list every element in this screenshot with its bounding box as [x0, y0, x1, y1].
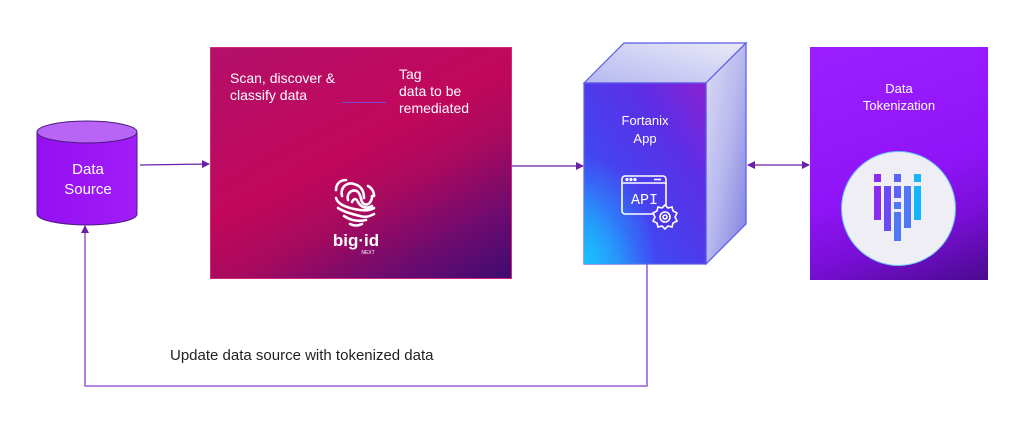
- bigid-node: Scan, discover & classify data Tag data …: [210, 47, 512, 279]
- data-source-cylinder: [36, 120, 138, 226]
- bigid-step-scan: Scan, discover & classify data: [230, 70, 380, 104]
- svg-text:NEXT: NEXT: [361, 250, 374, 256]
- fingerprint-shield-icon: big·id NEXT: [333, 178, 379, 256]
- fortanix-label-line1: Fortanix: [621, 113, 669, 128]
- data-source-label-line1: Data: [72, 161, 104, 178]
- api-icon-text: API: [631, 192, 658, 209]
- edge-datasource-to-bigid: [139, 160, 210, 169]
- data-source-label-line2: Source: [64, 181, 112, 198]
- bigid-step-scan-line2: classify data: [230, 87, 308, 103]
- bigid-step-tag-line1: Tag: [399, 66, 422, 82]
- svg-text:big·id: big·id: [333, 231, 379, 250]
- fortanix-label-line2: App: [633, 131, 657, 146]
- edge-label-update-data-source: Update data source with tokenized data: [170, 347, 434, 364]
- tokenization-icon-circle: [842, 152, 955, 265]
- tokenization-label: Data Tokenization: [810, 80, 988, 114]
- bigid-step-tag-line3: remediated: [399, 100, 470, 116]
- tokenization-label-line1: Data: [885, 81, 913, 96]
- bigid-step-tag-line2: data to be: [399, 83, 462, 99]
- data-source-label: Data Source: [38, 160, 138, 200]
- bigid-step-scan-line1: Scan, discover &: [230, 70, 336, 86]
- bigid-logo: big·id NEXT: [328, 176, 384, 256]
- bigid-step-divider: [342, 102, 386, 103]
- tokenization-bars-icon: [874, 174, 921, 241]
- fortanix-label: Fortanix App: [584, 112, 706, 148]
- api-gear-icon: [621, 175, 679, 231]
- bigid-step-tag: Tag data to be remediated: [399, 66, 509, 117]
- fortanix-cube: [582, 41, 748, 266]
- tokenization-label-line2: Tokenization: [862, 98, 936, 113]
- tokenization-node: Data Tokenization: [810, 47, 988, 280]
- edge-fortanix-to-datasource: [81, 225, 648, 387]
